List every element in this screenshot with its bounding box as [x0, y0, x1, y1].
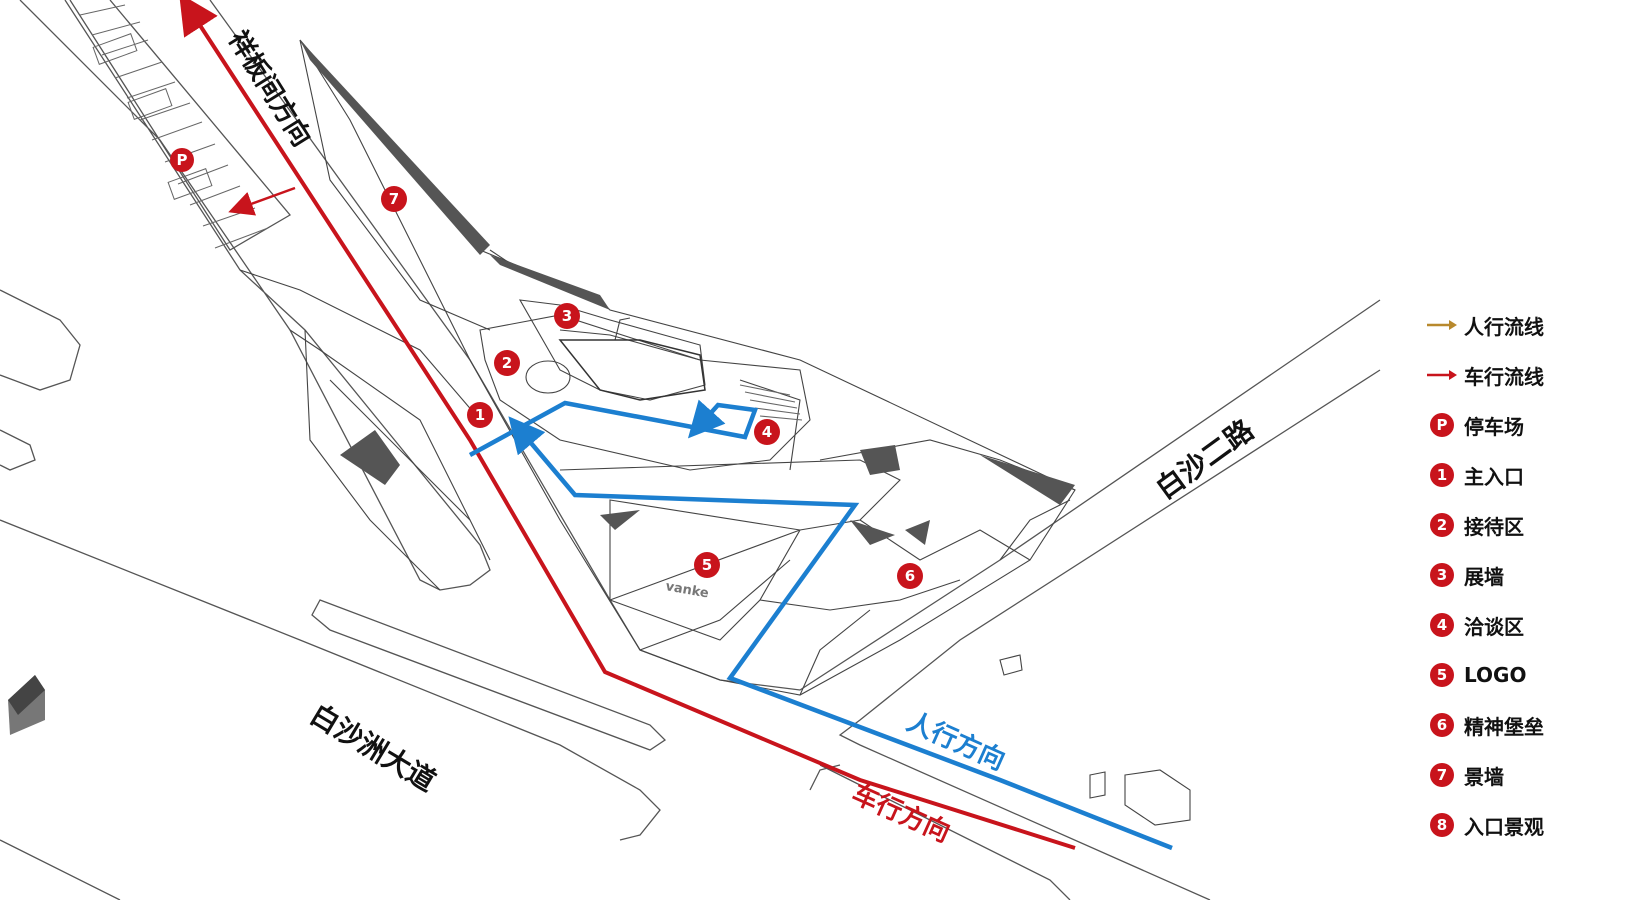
- pedestrian-direction-label: 人行方向: [902, 706, 1010, 777]
- vehicle-flow-route: [179, 0, 1076, 850]
- svg-text:3: 3: [562, 307, 572, 325]
- marker-2[interactable]: 2: [494, 350, 520, 376]
- marker-6[interactable]: 6: [897, 563, 923, 589]
- vehicle-direction-label: 车行方向: [847, 778, 955, 849]
- number-badge-icon: 5: [1430, 663, 1454, 687]
- legend-label: 精神堡垒: [1464, 714, 1544, 739]
- legend-item-7: 7 景墙: [1420, 750, 1620, 800]
- svg-text:2: 2: [502, 354, 512, 372]
- legend-label: 景墙: [1464, 764, 1504, 789]
- map-markers: P 1 2 3 4 5 6 7: [170, 148, 923, 589]
- legend-item-3: 3 展墙: [1420, 550, 1620, 600]
- pedestrian-arrow-icon: [1420, 319, 1464, 331]
- legend-label: 车行流线: [1464, 364, 1544, 389]
- map-legend: 人行流线 车行流线 P 停车场 1 主入口 2 接待区 3 展墙 4 洽谈区 5…: [1420, 300, 1620, 850]
- svg-text:1: 1: [475, 406, 485, 424]
- marker-parking[interactable]: P: [170, 148, 194, 172]
- number-badge-icon: 8: [1430, 813, 1454, 837]
- road-label-right: 白沙二路: [1150, 413, 1261, 506]
- parking-badge-icon: P: [1430, 413, 1454, 437]
- vanke-logo-text: vanke: [664, 579, 710, 601]
- marker-1[interactable]: 1: [467, 402, 493, 428]
- svg-text:4: 4: [762, 423, 772, 441]
- legend-label: 主入口: [1464, 464, 1524, 489]
- legend-item-5: 5 LOGO: [1420, 650, 1620, 700]
- number-badge-icon: 3: [1430, 563, 1454, 587]
- parking-stalls: [79, 4, 269, 249]
- number-badge-icon: 6: [1430, 713, 1454, 737]
- pedestrian-flow-route: [468, 399, 1173, 851]
- legend-label: 展墙: [1464, 564, 1504, 589]
- svg-text:6: 6: [905, 567, 915, 585]
- site-plan-map: 祥板间方向 白沙二路 白沙洲大道 人行方向 车行方向 vanke P 1 2 3…: [0, 0, 1381, 900]
- legend-label: 停车场: [1464, 414, 1524, 439]
- legend-item-1: 1 主入口: [1420, 450, 1620, 500]
- legend-item-8: 8 入口景观: [1420, 800, 1620, 850]
- legend-label: LOGO: [1464, 663, 1527, 687]
- number-badge-icon: 2: [1430, 513, 1454, 537]
- legend-item-pedestrian-flow: 人行流线: [1420, 300, 1620, 350]
- number-badge-icon: 1: [1430, 463, 1454, 487]
- legend-label: 洽谈区: [1464, 614, 1524, 639]
- legend-item-6: 6 精神堡垒: [1420, 700, 1620, 750]
- shadow-facets: [8, 40, 1075, 735]
- marker-5[interactable]: 5: [694, 552, 720, 578]
- number-badge-icon: 4: [1430, 613, 1454, 637]
- road-label-bottom-left: 白沙洲大道: [304, 698, 441, 798]
- svg-text:5: 5: [702, 556, 712, 574]
- legend-item-parking: P 停车场: [1420, 400, 1620, 450]
- legend-label: 接待区: [1464, 514, 1524, 539]
- vehicle-arrow-icon: [1420, 369, 1464, 381]
- marker-4[interactable]: 4: [754, 419, 780, 445]
- legend-item-4: 4 洽谈区: [1420, 600, 1620, 650]
- legend-item-2: 2 接待区: [1420, 500, 1620, 550]
- svg-text:7: 7: [389, 190, 399, 208]
- marker-3[interactable]: 3: [554, 303, 580, 329]
- legend-item-vehicle-flow: 车行流线: [1420, 350, 1620, 400]
- legend-label: 人行流线: [1464, 314, 1544, 339]
- marker-7[interactable]: 7: [381, 186, 407, 212]
- number-badge-icon: 7: [1430, 763, 1454, 787]
- svg-text:P: P: [177, 151, 188, 169]
- legend-label: 入口景观: [1464, 814, 1544, 839]
- road-network: [0, 0, 1381, 900]
